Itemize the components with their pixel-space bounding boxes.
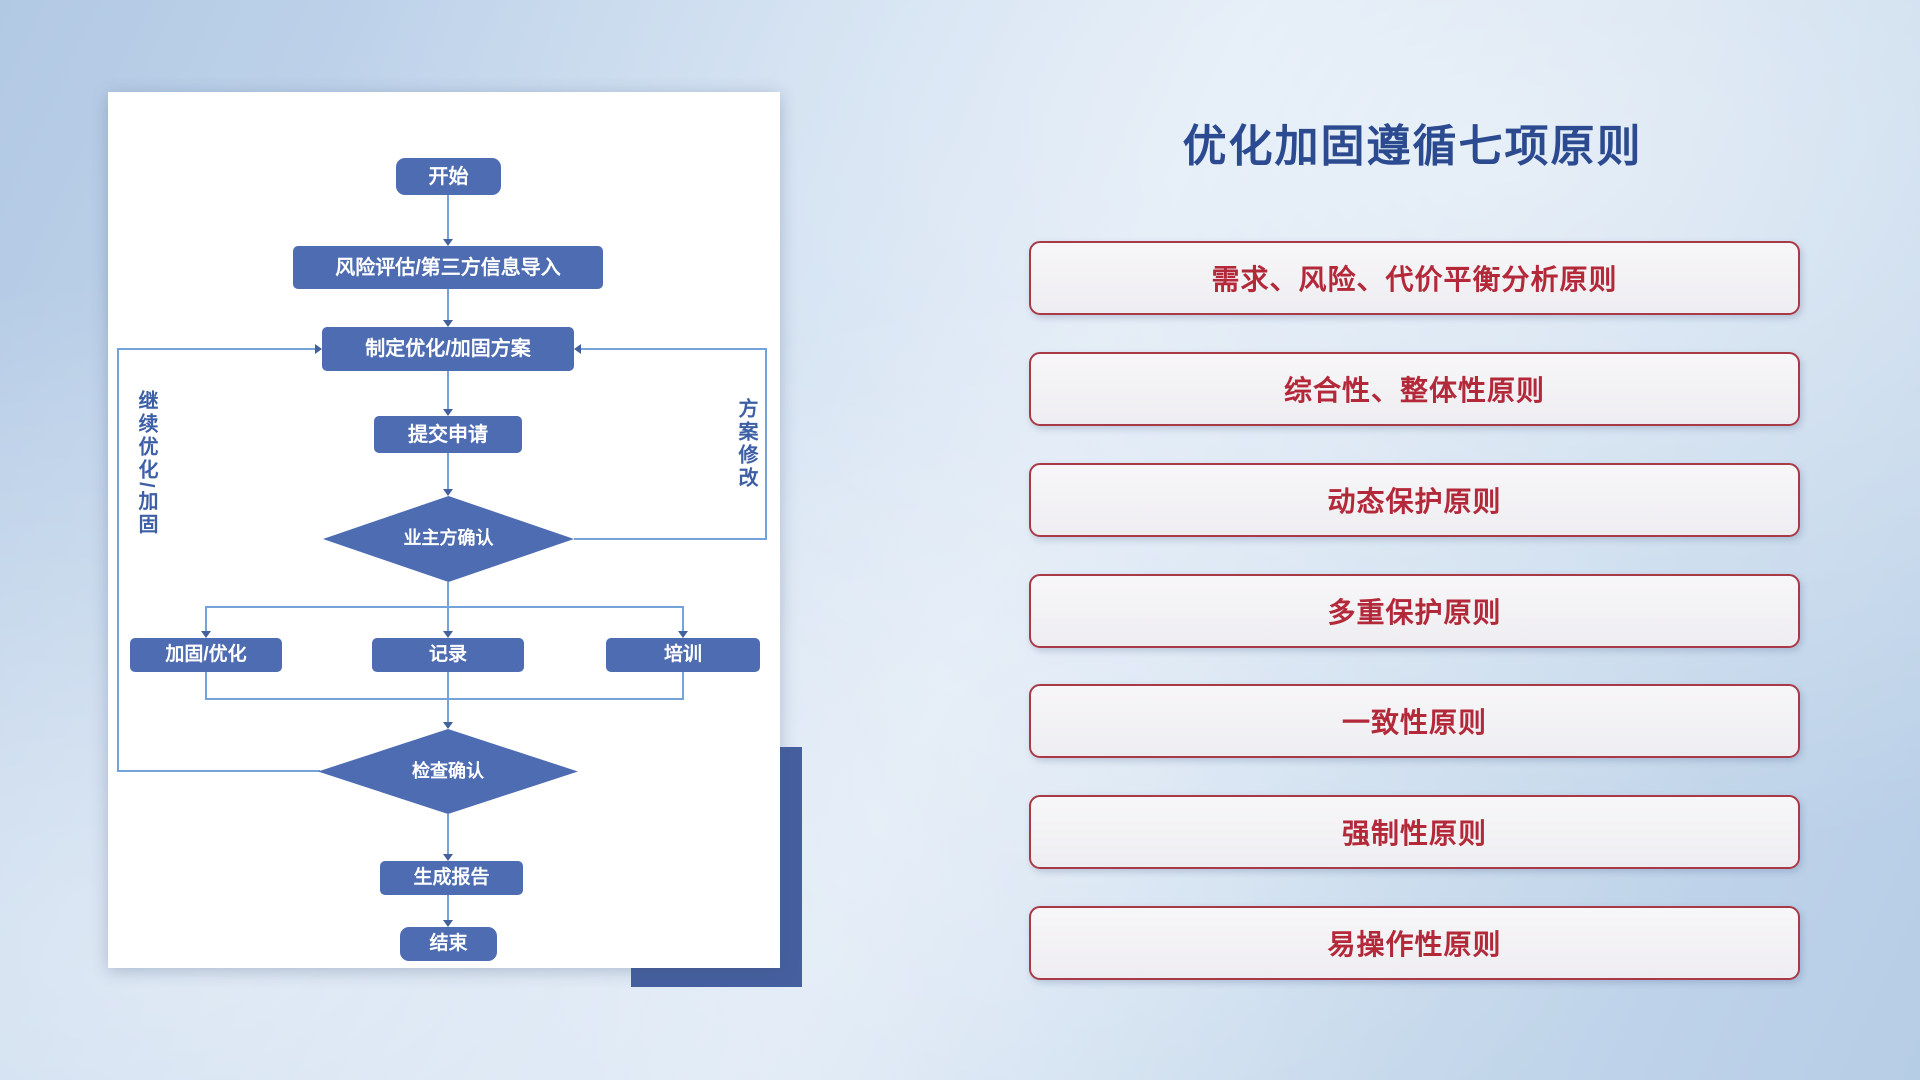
flow-connector bbox=[447, 672, 449, 700]
flow-node-record: 记录 bbox=[372, 638, 524, 672]
flow-node-start: 开始 bbox=[396, 158, 501, 195]
arrowhead bbox=[443, 489, 453, 496]
flow-connector bbox=[447, 453, 449, 491]
flow-node-end: 结束 bbox=[400, 927, 497, 961]
principle-label: 易操作性原则 bbox=[1327, 929, 1502, 960]
page-title: 优化加固遵循七项原则 bbox=[1182, 122, 1643, 171]
principle-box: 强制性原则 bbox=[1029, 795, 1800, 869]
flow-node-risk-assessment: 风险评估/第三方信息导入 bbox=[293, 246, 603, 289]
principle-box: 易操作性原则 bbox=[1029, 906, 1800, 980]
principle-label: 综合性、整体性原则 bbox=[1283, 375, 1545, 406]
flow-connector-continue-loop bbox=[117, 770, 320, 772]
flow-connector bbox=[447, 195, 449, 241]
flow-connector bbox=[447, 582, 449, 608]
principle-box: 动态保护原则 bbox=[1029, 463, 1800, 537]
arrowhead bbox=[443, 854, 453, 861]
principle-box: 多重保护原则 bbox=[1029, 574, 1800, 648]
edge-label-continue-optimize: 继续优化/加固 bbox=[135, 390, 157, 537]
principle-box: 一致性原则 bbox=[1029, 684, 1800, 758]
arrowhead bbox=[315, 344, 322, 354]
arrowhead bbox=[574, 344, 581, 354]
flow-node-owner-confirm: 业主方确认 bbox=[323, 496, 574, 582]
flow-node-make-plan: 制定优化/加固方案 bbox=[322, 327, 574, 371]
flow-connector-revision-loop bbox=[581, 348, 767, 350]
flow-connector-continue-loop bbox=[117, 348, 119, 772]
flowchart-panel: 开始 风险评估/第三方信息导入 制定优化/加固方案 提交申请 业主方确认 加固/… bbox=[108, 92, 780, 968]
flow-node-check-confirm: 检查确认 bbox=[318, 729, 578, 814]
arrowhead bbox=[443, 722, 453, 729]
arrowhead bbox=[678, 631, 688, 638]
arrowhead bbox=[201, 631, 211, 638]
flow-connector bbox=[205, 672, 207, 700]
flow-node-training: 培训 bbox=[606, 638, 760, 672]
flow-connector bbox=[447, 371, 449, 411]
flow-connector-revision-loop bbox=[574, 538, 767, 540]
arrowhead bbox=[443, 320, 453, 327]
flow-connector bbox=[205, 606, 207, 633]
flow-connector bbox=[447, 698, 449, 724]
principle-label: 一致性原则 bbox=[1341, 707, 1487, 738]
flow-connector bbox=[447, 814, 449, 856]
edge-label-plan-revision: 方案修改 bbox=[735, 398, 757, 490]
flow-node-submit-request: 提交申请 bbox=[374, 416, 522, 453]
principle-label: 需求、风险、代价平衡分析原则 bbox=[1211, 264, 1618, 295]
flow-connector-revision-loop bbox=[765, 348, 767, 540]
flow-connector bbox=[682, 606, 684, 633]
flow-connector bbox=[206, 606, 684, 608]
arrowhead bbox=[443, 631, 453, 638]
arrowhead bbox=[443, 920, 453, 927]
flow-node-generate-report: 生成报告 bbox=[380, 861, 523, 895]
principle-label: 动态保护原则 bbox=[1327, 486, 1502, 517]
flow-connector bbox=[682, 672, 684, 700]
arrowhead bbox=[443, 409, 453, 416]
flow-connector bbox=[447, 606, 449, 633]
principle-box: 综合性、整体性原则 bbox=[1029, 352, 1800, 426]
flow-connector-continue-loop bbox=[117, 348, 316, 350]
flow-connector bbox=[447, 289, 449, 322]
principle-label: 多重保护原则 bbox=[1327, 597, 1502, 628]
flow-connector bbox=[206, 698, 684, 700]
principle-label: 强制性原则 bbox=[1341, 818, 1487, 849]
principle-box: 需求、风险、代价平衡分析原则 bbox=[1029, 241, 1800, 315]
flow-connector bbox=[447, 895, 449, 922]
arrowhead bbox=[443, 239, 453, 246]
flow-node-reinforce-optimize: 加固/优化 bbox=[130, 638, 282, 672]
